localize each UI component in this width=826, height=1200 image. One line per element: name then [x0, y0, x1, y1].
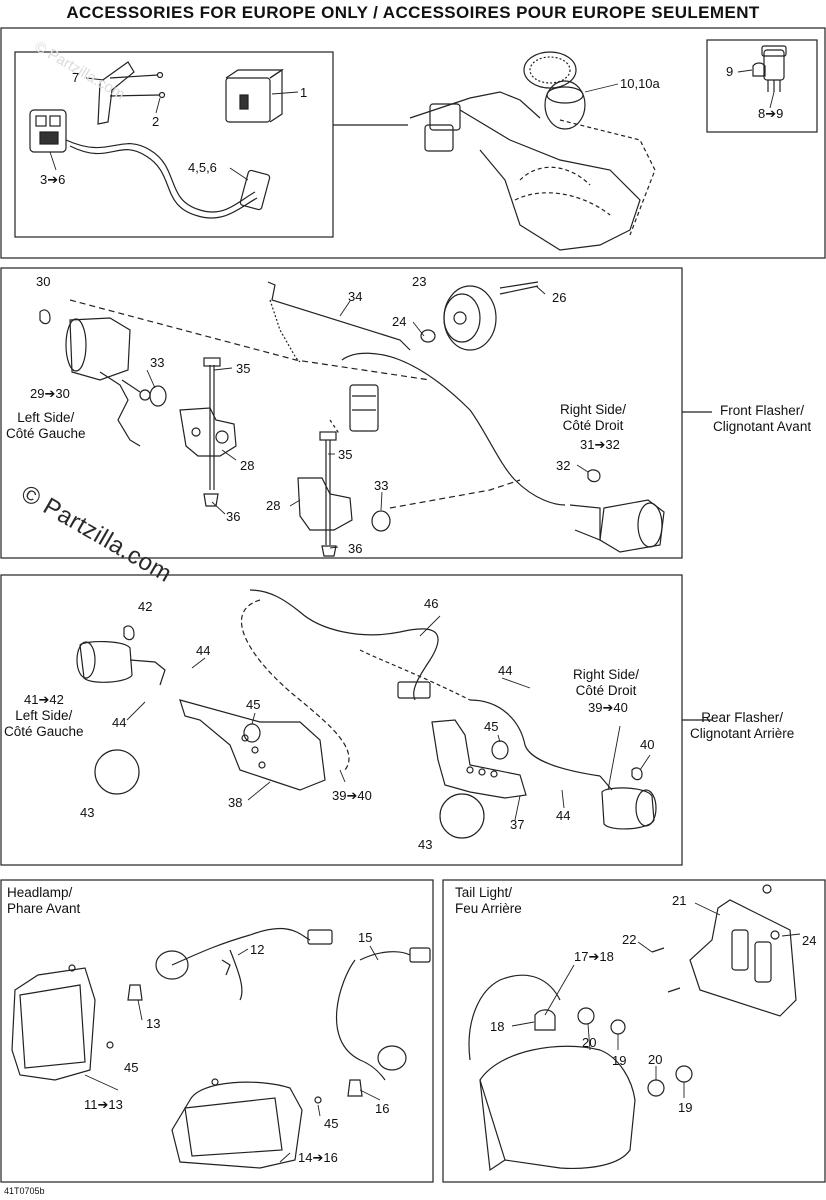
- callout: 45: [324, 1116, 339, 1131]
- rear-harness: [240, 589, 601, 777]
- section-front-frame: [0, 267, 683, 559]
- section-label-tail-light: Tail Light/ Feu Arrière: [455, 885, 522, 916]
- callout: 37: [510, 817, 525, 832]
- callout: 30: [36, 274, 51, 289]
- rear-left-flasher: [76, 625, 166, 795]
- callout: 32: [556, 458, 571, 473]
- callout: 45: [484, 719, 499, 734]
- callout: 42: [138, 599, 153, 614]
- callout: 28: [240, 458, 255, 473]
- front-brackets-right: [297, 431, 521, 557]
- callout: 38: [228, 795, 243, 810]
- callout: 43: [80, 805, 95, 820]
- callout: 17➔18: [574, 949, 614, 964]
- callout: 10,10a: [620, 76, 660, 91]
- section-headlamp-frame: [0, 879, 434, 1183]
- callout: 39➔40: [588, 700, 628, 715]
- callout: 11➔13: [84, 1097, 123, 1112]
- callout: 36: [348, 541, 363, 556]
- rear-bracket-left: [179, 699, 326, 791]
- side-label-front-left: Left Side/ Côté Gauche: [6, 410, 86, 441]
- bulb-socket-detail: [752, 45, 787, 92]
- callout: 39➔40: [332, 788, 372, 803]
- section-top-frame: [0, 27, 826, 259]
- callout: 13: [146, 1016, 161, 1031]
- section-label-headlamp: Headlamp/ Phare Avant: [7, 885, 81, 916]
- callout: 44: [196, 643, 211, 658]
- rear-bracket-right: [431, 719, 527, 839]
- callout: 19: [612, 1053, 627, 1068]
- license-plate-bracket: [577, 884, 797, 1097]
- callout: 35: [236, 361, 251, 376]
- callout: 44: [112, 715, 127, 730]
- tail-light-wire: [468, 974, 561, 1061]
- callout: 22: [622, 932, 637, 947]
- callout: 15: [358, 930, 373, 945]
- front-brackets-left: [149, 357, 237, 507]
- drawing-code: 41T0705b: [4, 1186, 45, 1196]
- callout: 35: [338, 447, 353, 462]
- callout: 44: [556, 808, 571, 823]
- headlamp-lens: [171, 1078, 322, 1169]
- front-harness: [69, 281, 566, 506]
- callout: 16: [375, 1101, 390, 1116]
- rear-right-flasher: [599, 767, 657, 830]
- handlebar-assembly: [409, 51, 656, 251]
- callout: 45: [246, 697, 261, 712]
- switch-assembly: [29, 61, 271, 219]
- callout: 8➔9: [758, 106, 784, 121]
- section-tail-frame: [442, 879, 826, 1183]
- callout: 41➔42: [24, 692, 64, 707]
- side-label-front-right: Right Side/ Côté Droit: [560, 402, 627, 433]
- callout: 44: [498, 663, 513, 678]
- section-label-front-flasher: Front Flasher/ Clignotant Avant: [713, 403, 812, 434]
- side-label-rear-left: Left Side/ Côté Gauche: [4, 708, 84, 739]
- callout: 26: [552, 290, 567, 305]
- callout: 33: [150, 355, 165, 370]
- side-label-rear-right: Right Side/ Côté Droit: [573, 667, 640, 698]
- callout: 34: [348, 289, 363, 304]
- callout: 20: [582, 1035, 597, 1050]
- headlamp-harness: [127, 927, 333, 1001]
- callout: 36: [226, 509, 241, 524]
- front-right-flasher: [569, 469, 665, 553]
- inner-box-bulb: [706, 39, 818, 133]
- callout: 28: [266, 498, 281, 513]
- headlamp-right-socket: [335, 947, 431, 1097]
- section-rear-frame: [0, 574, 683, 866]
- callout: 43: [418, 837, 433, 852]
- callout: 9: [726, 64, 734, 79]
- callout: 12: [250, 942, 265, 957]
- callout: 40: [640, 737, 655, 752]
- callout: 18: [490, 1019, 505, 1034]
- callout: 20: [648, 1052, 663, 1067]
- callout: 4,5,6: [188, 160, 217, 175]
- callout: 46: [424, 596, 439, 611]
- page-title: ACCESSORIES FOR EUROPE ONLY / ACCESSOIRE…: [66, 3, 760, 22]
- callout: 29➔30: [30, 386, 70, 401]
- callout: 24: [392, 314, 407, 329]
- callout: 24: [802, 933, 817, 948]
- callout: 2: [152, 114, 160, 129]
- front-horn: [420, 281, 539, 351]
- callout: 3➔6: [40, 172, 66, 187]
- callout: 19: [678, 1100, 693, 1115]
- callout: 33: [374, 478, 389, 493]
- callout: 1: [300, 85, 308, 100]
- callout: 21: [672, 893, 687, 908]
- callout: 31➔32: [580, 437, 620, 452]
- relay-module: [225, 68, 284, 123]
- callout: 45: [124, 1060, 139, 1075]
- section-label-rear-flasher: Rear Flasher/ Clignotant Arrière: [690, 710, 795, 741]
- tail-light-lens: [479, 1045, 636, 1172]
- callout: 23: [412, 274, 427, 289]
- inner-box-switch: [14, 51, 334, 238]
- callout: 14➔16: [298, 1150, 338, 1165]
- callout: 7: [72, 70, 80, 85]
- headlamp-housing: [11, 964, 114, 1081]
